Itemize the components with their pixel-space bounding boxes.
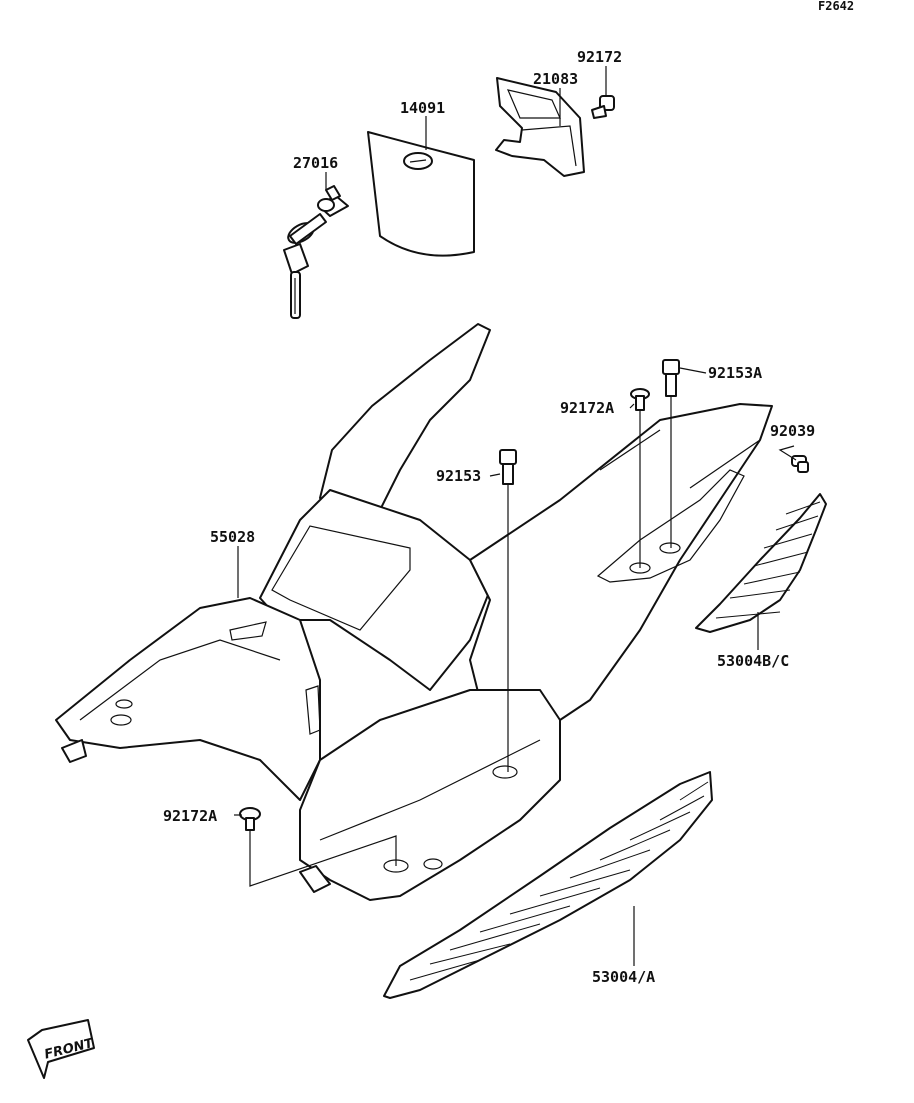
label-27016: 27016 <box>293 154 338 172</box>
label-92039: 92039 <box>770 422 815 440</box>
floor-mat-53004BC <box>695 493 827 633</box>
label-55028: 55028 <box>210 528 255 546</box>
ignition-key-lock <box>283 185 349 319</box>
screw-92172 <box>591 95 615 119</box>
figure-id: F2642 <box>818 0 854 13</box>
body-cover-55028 <box>55 323 773 901</box>
front-direction-arrow: FRONT <box>27 1019 96 1079</box>
storage-lid <box>367 131 475 257</box>
screw-92172A-left <box>239 807 261 831</box>
label-92172A-left: 92172A <box>163 807 217 825</box>
bolt-92153 <box>499 449 517 485</box>
label-92172A-right: 92172A <box>560 399 614 417</box>
label-92153: 92153 <box>436 467 481 485</box>
clip-92039 <box>791 455 809 473</box>
hook-bracket <box>495 77 585 177</box>
floor-mat-53004A <box>383 771 713 999</box>
label-53004BC: 53004B/C <box>717 652 789 670</box>
leader-lines <box>234 66 797 966</box>
bolt-92153A <box>662 359 680 397</box>
screw-92172A-right <box>630 388 650 411</box>
label-92153A: 92153A <box>708 364 762 382</box>
label-53004A: 53004/A <box>592 968 655 986</box>
label-21083: 21083 <box>533 70 578 88</box>
label-92172: 92172 <box>577 48 622 66</box>
label-14091: 14091 <box>400 99 445 117</box>
